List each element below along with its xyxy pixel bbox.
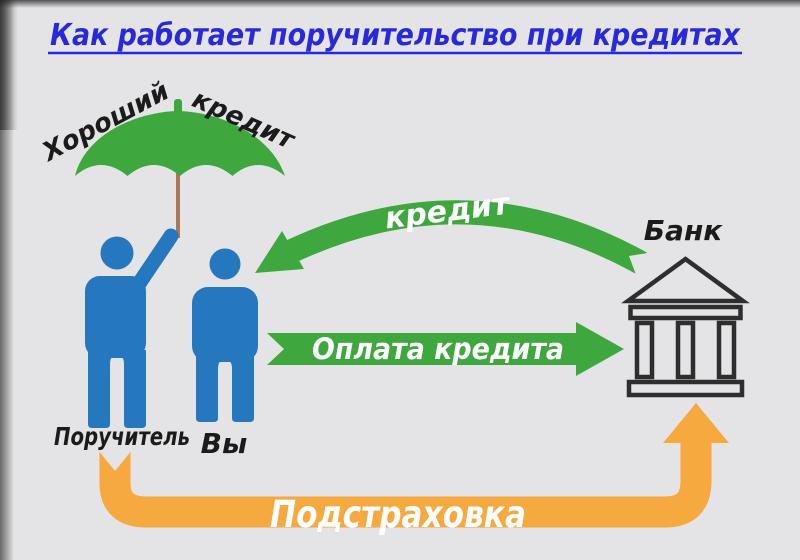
- bank-pediment: [621, 256, 750, 304]
- backup-arrow-tail-notch: [98, 450, 132, 471]
- payment-arrow: Оплата кредита: [267, 322, 624, 376]
- you-legs: [196, 355, 254, 422]
- backup-arrow: Подстраховка: [98, 403, 729, 536]
- guarantor-legs: [88, 350, 146, 428]
- credit-arrow-label: кредит: [383, 186, 513, 236]
- payment-arrow-label: Оплата кредита: [312, 332, 564, 366]
- credit-arrow-head: [255, 231, 304, 273]
- umbrella-icon: Хороший кредит: [36, 76, 300, 238]
- bank-column-2: [675, 320, 696, 380]
- bank-beam: [628, 304, 743, 321]
- credit-arrow-tail-notch: [629, 252, 654, 280]
- page-title: Как работает поручительство при кредитах: [50, 18, 741, 53]
- bank-base: [626, 379, 745, 398]
- bank-column-3: [716, 320, 737, 380]
- backup-arrow-head: [663, 403, 729, 443]
- umbrella-canopy: [75, 111, 285, 176]
- credit-arrow-band: [286, 200, 647, 274]
- credit-arrow: кредит: [255, 186, 654, 280]
- you-label: Вы: [201, 427, 248, 460]
- bank-label: Банк: [644, 214, 724, 247]
- guarantor-head: [100, 236, 134, 270]
- backup-arrow-band: [99, 441, 712, 528]
- edge-shadow-top-left: [0, 0, 18, 130]
- bank-icon: Банк: [621, 214, 750, 398]
- you-torso: [192, 287, 258, 362]
- guarantor-torso: [85, 276, 146, 358]
- you-figure: Вы: [192, 248, 258, 460]
- edge-shadow-top: [0, 0, 800, 8]
- you-head: [209, 248, 241, 280]
- guarantor-figure: Поручитель: [54, 228, 190, 451]
- payment-arrow-shape: [267, 322, 624, 376]
- guarantor-label: Поручитель: [54, 422, 190, 451]
- backup-arrow-label: Подстраховка: [270, 493, 526, 536]
- bank-column-1: [634, 320, 655, 380]
- edge-shadow-left: [0, 0, 14, 560]
